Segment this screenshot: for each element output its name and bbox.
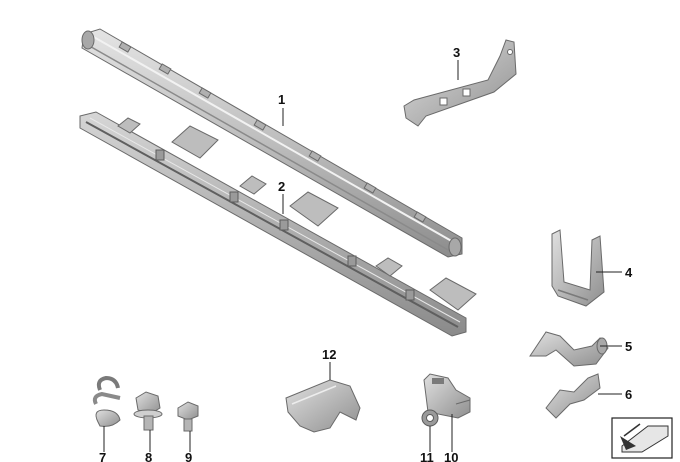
callouts: 1 2 3 4 5 6 7 8 9 10 11 12 [99, 45, 633, 462]
callout-3: 3 [453, 45, 460, 60]
callout-6: 6 [625, 387, 632, 402]
leader-lines [103, 60, 622, 452]
callout-5: 5 [625, 339, 632, 354]
part-11-bushing [421, 409, 439, 427]
part-6-plate [545, 373, 601, 419]
part-9-bolt [177, 401, 199, 432]
callout-8: 8 [145, 450, 152, 462]
callout-10: 10 [444, 450, 458, 462]
callout-11: 11 [420, 450, 434, 462]
part-5-curved-holder [529, 331, 609, 367]
callout-4: 4 [625, 265, 633, 280]
callout-1: 1 [278, 92, 285, 107]
callout-12: 12 [322, 347, 336, 362]
part-12-cover [285, 379, 361, 433]
part-10-holder [423, 373, 471, 419]
part-2-rail [79, 111, 477, 337]
part-4-u-clip [551, 229, 605, 307]
part-8-flange-bolt [133, 391, 163, 431]
view-direction-icon [611, 417, 673, 459]
part-7-spring-clip [92, 375, 121, 427]
callout-2: 2 [278, 179, 285, 194]
callout-7: 7 [99, 450, 106, 462]
callout-9: 9 [185, 450, 192, 462]
part-3-bracket [403, 39, 517, 127]
part-1-cable-duct [81, 28, 463, 258]
